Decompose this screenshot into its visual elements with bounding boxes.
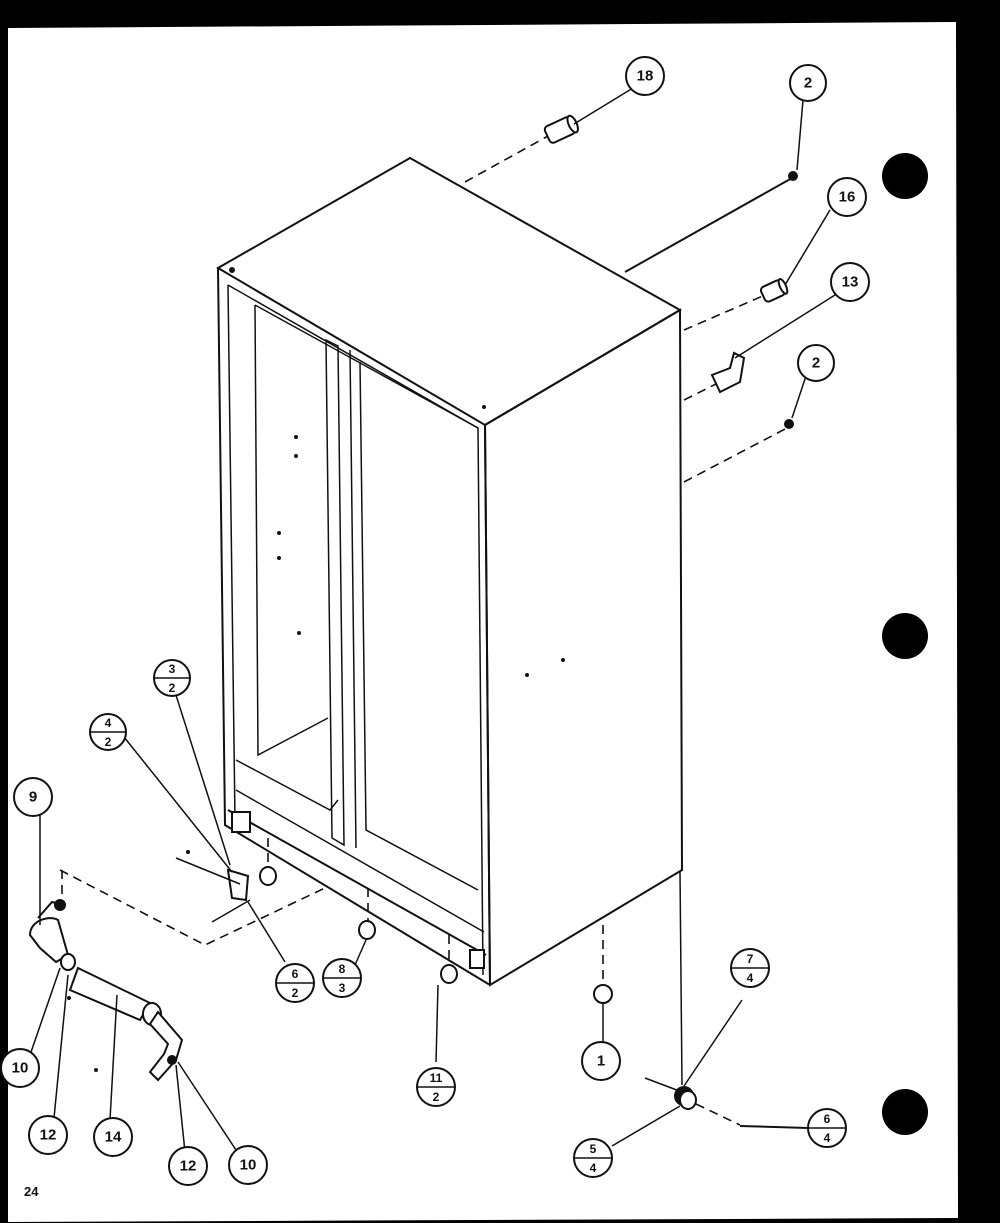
svg-text:16: 16 — [839, 189, 856, 206]
bottom-hardware — [119, 691, 613, 1063]
svg-text:4: 4 — [824, 1131, 831, 1145]
binder-hole-middle — [882, 613, 928, 659]
svg-text:2: 2 — [169, 681, 176, 695]
callout-16: 16 — [827, 177, 867, 217]
svg-text:10: 10 — [240, 1157, 257, 1174]
binder-hole-bottom — [882, 1089, 928, 1135]
callout-13: 13 — [830, 262, 870, 302]
fraction-callout-4-2: 4 2 — [89, 713, 127, 751]
fraction-callout-3-2: 3 2 — [153, 659, 191, 697]
callout-10-right: 10 — [228, 1145, 268, 1185]
svg-text:4: 4 — [590, 1161, 597, 1175]
svg-text:13: 13 — [842, 274, 859, 291]
cabinet-shell — [216, 156, 684, 987]
tube-assembly — [28, 805, 326, 1153]
fraction-callout-6-4: 6 4 — [807, 1108, 847, 1148]
fraction-callout-11-2: 11 2 — [416, 1067, 456, 1107]
callout-18: 18 — [625, 56, 665, 96]
svg-text:6: 6 — [292, 967, 299, 981]
svg-text:4: 4 — [747, 971, 754, 985]
fraction-callout-7-4: 7 4 — [730, 948, 770, 988]
svg-text:10: 10 — [12, 1060, 29, 1077]
callout-14: 14 — [93, 1117, 133, 1157]
callout-1: 1 — [581, 1041, 621, 1081]
svg-text:2: 2 — [812, 355, 820, 372]
fraction-callout-8-3: 8 3 — [322, 958, 362, 998]
callout-2-top: 2 — [789, 64, 827, 102]
svg-text:12: 12 — [40, 1127, 57, 1144]
svg-text:3: 3 — [339, 981, 346, 995]
binder-hole-top — [882, 153, 928, 199]
svg-text:5: 5 — [590, 1142, 597, 1156]
valve-assembly — [611, 871, 809, 1147]
svg-text:2: 2 — [804, 75, 812, 92]
svg-text:9: 9 — [29, 789, 37, 806]
callout-2-bottom: 2 — [797, 344, 835, 382]
svg-text:1: 1 — [597, 1053, 605, 1070]
svg-text:11: 11 — [430, 1071, 443, 1085]
callout-9: 9 — [13, 777, 53, 817]
svg-text:12: 12 — [180, 1158, 197, 1175]
callout-12-right: 12 — [168, 1146, 208, 1186]
fraction-callout-6-2: 6 2 — [275, 963, 315, 1003]
svg-text:7: 7 — [747, 952, 754, 966]
paper-sheet — [8, 22, 958, 1222]
svg-text:2: 2 — [292, 986, 299, 1000]
svg-text:3: 3 — [169, 662, 176, 676]
svg-text:2: 2 — [433, 1090, 440, 1104]
callout-12-left: 12 — [28, 1115, 68, 1155]
svg-text:14: 14 — [105, 1129, 122, 1146]
svg-text:6: 6 — [824, 1112, 831, 1126]
svg-text:4: 4 — [105, 716, 112, 730]
callout-10-left: 10 — [0, 1048, 40, 1088]
rear-hardware — [464, 87, 836, 483]
svg-text:2: 2 — [105, 735, 112, 749]
svg-text:18: 18 — [637, 68, 654, 85]
svg-text:8: 8 — [339, 962, 346, 976]
page-number: 24 — [24, 1184, 39, 1199]
fraction-callout-5-4: 5 4 — [573, 1138, 613, 1178]
